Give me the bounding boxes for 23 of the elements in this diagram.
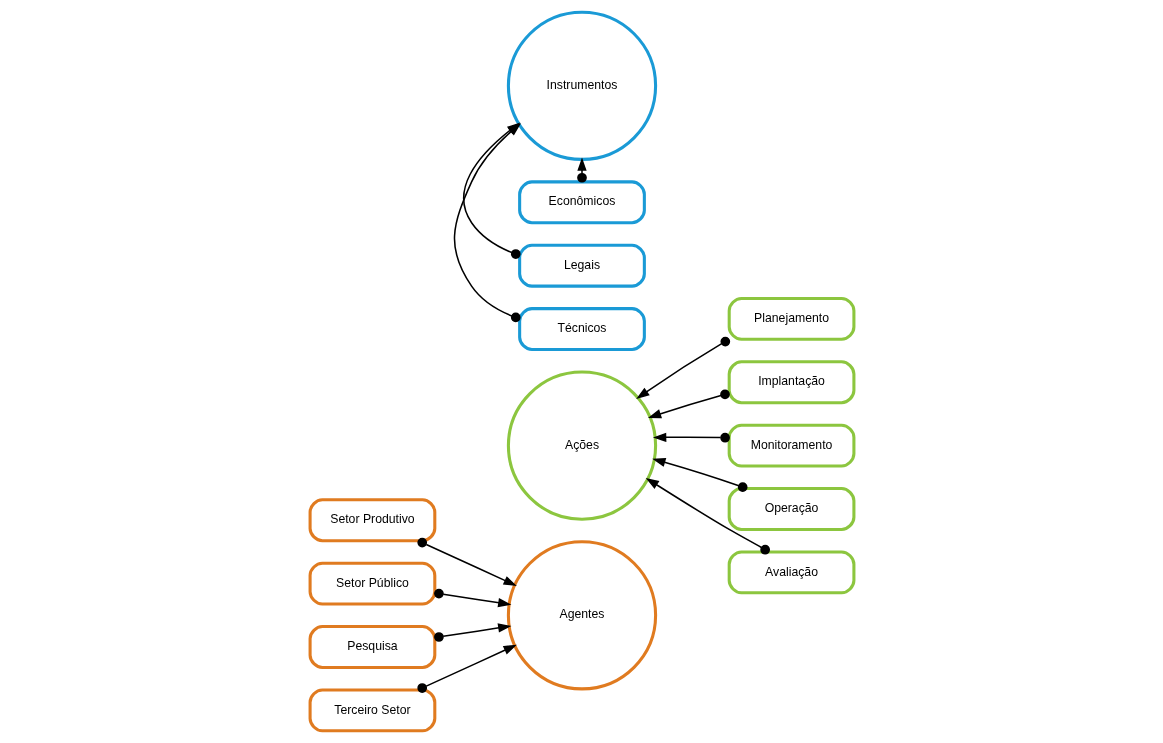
node-circle: Agentes: [506, 540, 657, 691]
node-box: Técnicos: [517, 307, 646, 352]
node-box: Pesquisa: [308, 625, 436, 669]
node-box: Econômicos: [517, 180, 646, 225]
arrow: [433, 588, 511, 608]
node-box: Operação: [727, 487, 855, 531]
arrow: [416, 644, 517, 693]
node-box: Legais: [517, 243, 646, 288]
arrow: [645, 477, 770, 555]
arrow: [635, 336, 730, 400]
arrow: [651, 457, 748, 492]
arrow: [647, 389, 730, 419]
node-box: Terceiro Setor: [308, 688, 436, 733]
arrow: [576, 157, 587, 183]
node-box: Setor Público: [308, 561, 436, 606]
arrow: [652, 432, 730, 443]
node-box: Avaliação: [727, 550, 855, 595]
node-box: Setor Produtivo: [308, 498, 436, 543]
node-box: Monitoramento: [727, 423, 855, 468]
arrow: [416, 537, 517, 586]
node-box: Planejamento: [727, 296, 855, 341]
arrow: [433, 623, 511, 642]
node-box: Implantação: [727, 360, 855, 405]
